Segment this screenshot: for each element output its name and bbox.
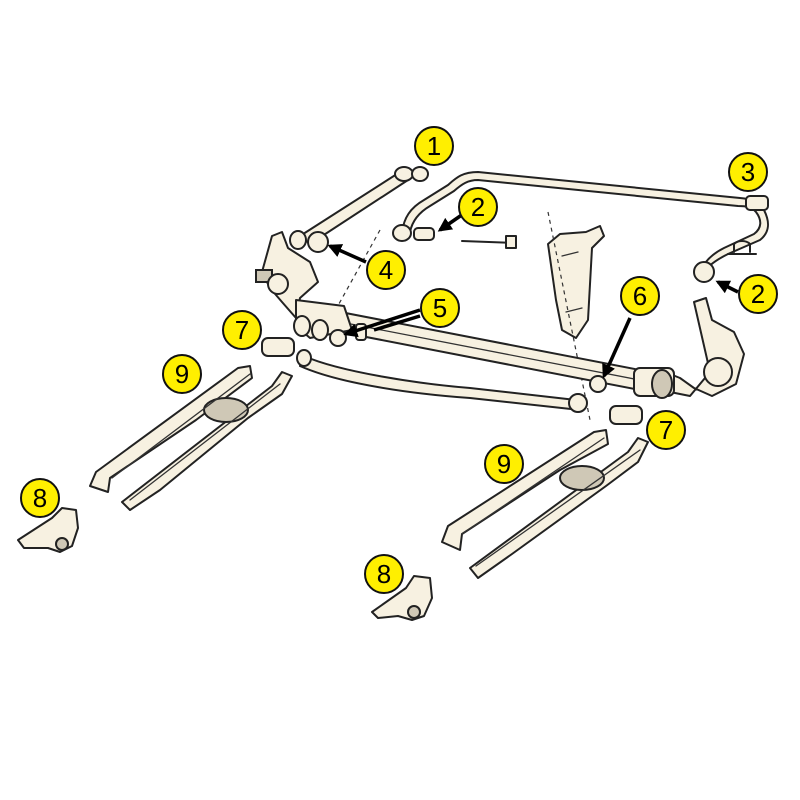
callout-7a-label: 7 (235, 315, 249, 345)
callout-8b: 8 (364, 554, 404, 594)
bush-pair-upper (289, 230, 329, 253)
mounting-bracket (547, 225, 605, 339)
callout-7b-label: 7 (659, 415, 673, 445)
bracket-right (371, 575, 433, 621)
bar-clamp (727, 240, 757, 255)
callout-2a-label: 2 (471, 192, 485, 222)
bush-7-right (609, 405, 643, 425)
callout-2b: 2 (738, 274, 778, 314)
bracket-left (17, 507, 79, 553)
guide-line (547, 211, 591, 421)
callout-1-label: 1 (427, 131, 441, 161)
callouts: 1 2 2 3 4 5 6 7 (20, 126, 778, 594)
callout-8a-label: 8 (33, 483, 47, 513)
arrow-5a (343, 308, 421, 338)
callout-3: 3 (728, 152, 768, 192)
callout-9a-label: 9 (175, 359, 189, 389)
callout-5-label: 5 (433, 293, 447, 323)
bush-6 (589, 375, 607, 393)
callout-4: 4 (366, 250, 406, 290)
long-bolt (461, 235, 517, 249)
arrow-6 (602, 317, 632, 379)
callout-6-label: 6 (633, 281, 647, 311)
arrow-4 (327, 244, 367, 264)
arrow-5b (373, 314, 421, 332)
callout-5: 5 (420, 288, 460, 328)
right-hub (633, 297, 745, 399)
left-hub (255, 231, 353, 341)
callout-9b-label: 9 (497, 449, 511, 479)
control-arm-left (89, 365, 293, 511)
callout-6: 6 (620, 276, 660, 316)
guide-line (329, 229, 381, 321)
callout-8a: 8 (20, 478, 60, 518)
callout-2b-label: 2 (751, 279, 765, 309)
callout-1: 1 (414, 126, 454, 166)
control-arm-right (441, 429, 649, 579)
callout-9b: 9 (484, 444, 524, 484)
callout-9a: 9 (162, 354, 202, 394)
callout-4-label: 4 (379, 255, 393, 285)
bush-7-left (261, 337, 295, 357)
radius-arm (296, 349, 588, 413)
callout-7a: 7 (222, 310, 262, 350)
bush-left (392, 224, 435, 242)
callout-7b: 7 (646, 410, 686, 450)
callout-2a: 2 (458, 187, 498, 227)
callout-8b-label: 8 (377, 559, 391, 589)
arrows (327, 210, 739, 379)
bush-right (693, 261, 715, 283)
callout-3-label: 3 (741, 157, 755, 187)
arrow-2-right (715, 280, 739, 294)
